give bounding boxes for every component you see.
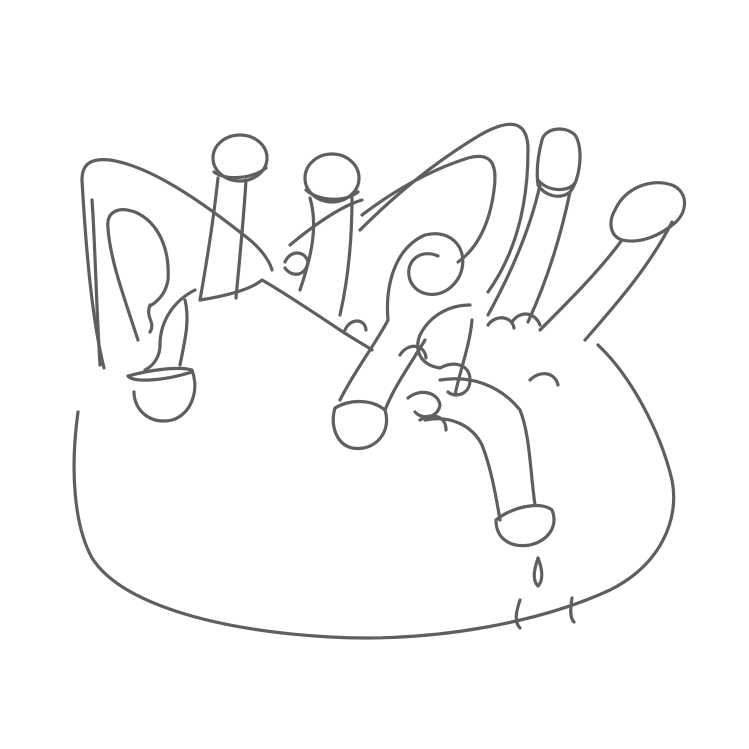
tentacle-7 [423,377,537,522]
sucker-5 [510,312,542,327]
tentacle-5-rim [536,178,576,192]
tentacle-8 [416,303,474,397]
sucker-3 [398,344,428,360]
tentacle-3-rim [304,188,360,201]
drip-3 [569,596,576,624]
tentacle-3 [298,196,354,317]
body-outline [72,343,676,640]
tentacle-2 [143,288,197,372]
tentacle-7-head [494,503,556,548]
tentacle-1-tip [211,133,269,183]
sucker-4 [486,316,516,330]
tentacle-4-loop [385,232,465,322]
tentacle-1 [198,176,248,302]
tentacle-2-vein [147,303,154,334]
sucker-6 [528,372,560,387]
tentacle-6 [538,220,674,342]
sucker-2 [343,319,368,332]
tentacle-4-head [331,399,389,451]
right-arch-link [288,198,364,247]
sucker-8 [418,414,448,432]
left-arch-outer [80,157,274,370]
tentacle-1-rim [212,166,268,180]
sucker-7 [406,390,442,419]
tentacle-2-head [126,366,197,423]
tentacle-3-tip [303,152,361,204]
right-arch-inner [360,154,497,264]
drip-2 [514,598,522,630]
left-arch-inner [106,208,170,342]
tentacle-6-tip [609,181,687,243]
drip-1 [532,556,544,588]
tentacle-2-rim [126,370,194,382]
tentacle-5 [486,183,572,324]
sucker-1 [283,251,310,276]
right-arch-outer [358,122,530,294]
tentacle-8-pod [438,362,472,397]
